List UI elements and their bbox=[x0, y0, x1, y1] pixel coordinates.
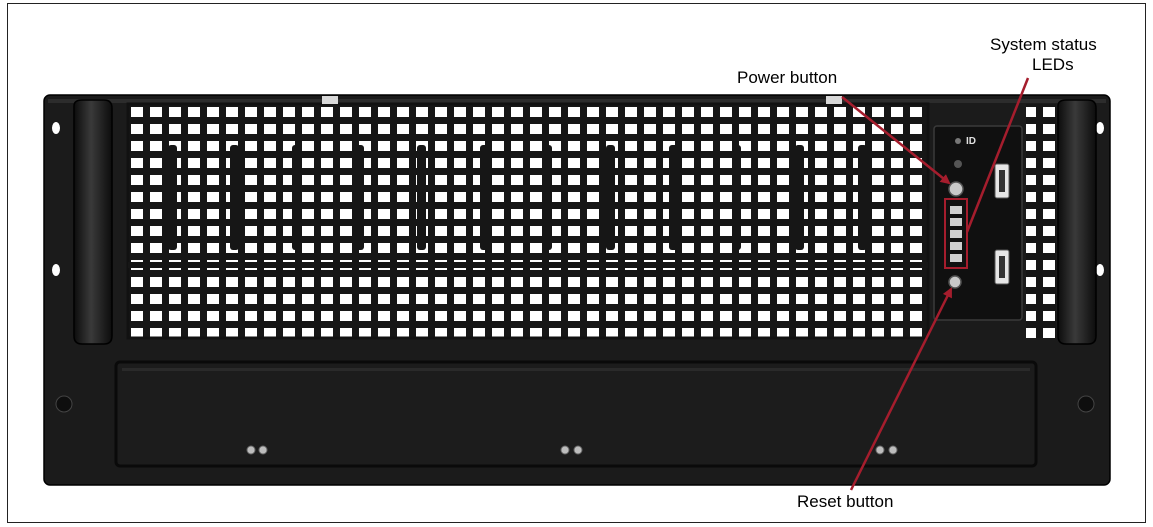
lower-blank-panel bbox=[114, 360, 1038, 468]
reset-button[interactable] bbox=[948, 275, 962, 289]
callout-arrows bbox=[841, 77, 1030, 491]
right-handle bbox=[1057, 99, 1097, 345]
status-leds-callout-line1: System status bbox=[990, 35, 1097, 54]
right-grille-strip bbox=[1026, 104, 1056, 338]
status-leds-highlight-box bbox=[944, 198, 968, 269]
id-led bbox=[955, 138, 961, 144]
left-handle bbox=[73, 99, 113, 345]
panel-screws bbox=[246, 445, 898, 455]
power-button-arrow bbox=[841, 96, 951, 185]
power-button[interactable] bbox=[948, 181, 964, 197]
status-leds-callout-line2: LEDs bbox=[1032, 55, 1074, 74]
power-button-callout: Power button bbox=[737, 68, 838, 87]
bezel-grille bbox=[126, 96, 930, 340]
id-badge: ID bbox=[966, 136, 976, 147]
figure-frame bbox=[7, 3, 1146, 523]
status-leds-leader-line bbox=[965, 77, 1030, 233]
reset-button-arrow bbox=[849, 287, 953, 491]
right-mounting-ear bbox=[1077, 122, 1104, 413]
status-led-column bbox=[950, 206, 962, 262]
reset-button-callout: Reset button bbox=[797, 492, 894, 511]
panel-screw bbox=[954, 160, 962, 168]
left-mounting-ear bbox=[52, 122, 73, 413]
control-panel: ID bbox=[933, 125, 1023, 321]
